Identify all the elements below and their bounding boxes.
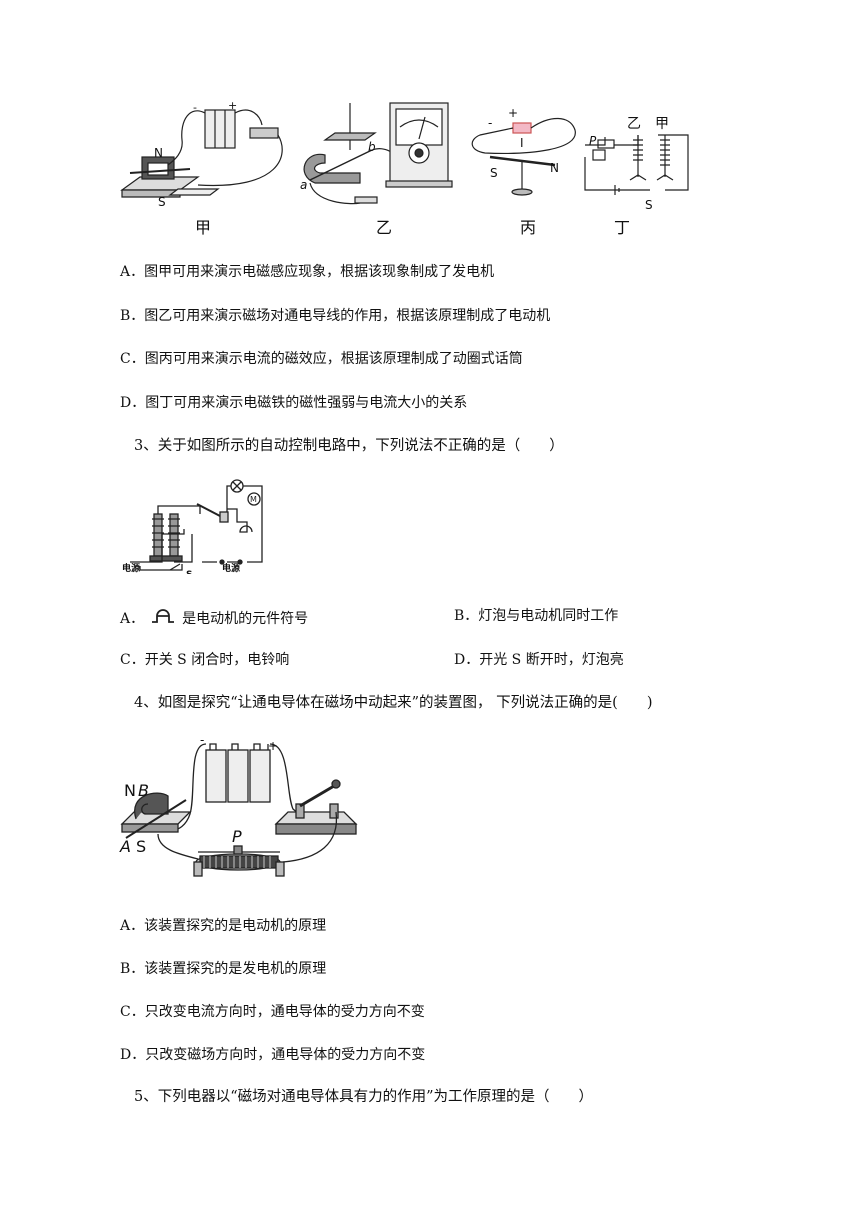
q3-option-a[interactable]: A． 是电动机的元件符号 [120, 606, 308, 632]
q3-label-left-power: 电源 [122, 562, 140, 574]
bell-symbol-icon [150, 606, 176, 632]
q4-option-b[interactable]: B．该装置探究的是发电机的原理 [120, 961, 327, 977]
q4-label-S: S [136, 837, 146, 856]
q4-label-plus: + [268, 739, 278, 753]
q4-option-c[interactable]: C．只改变电流方向时，通电导体的受力方向不变 [120, 1004, 425, 1020]
ding-P-label: P [589, 134, 597, 148]
q4-label-N: N [124, 781, 136, 800]
jia-plus-label: + [228, 99, 237, 112]
q3-label-switch: S [186, 570, 192, 574]
jia-N-label: N [154, 146, 163, 160]
figure-1-diagrams: N S - + a b - + I S N [120, 99, 689, 212]
q4-option-a[interactable]: A．该装置探究的是电动机的原理 [120, 918, 327, 934]
q3-stem: 3、关于如图所示的自动控制电路中，下列说法不正确的是（ ） [134, 438, 564, 454]
q2-option-b[interactable]: B．图乙可用来演示磁场对通电导线的作用，根据该原理制成了电动机 [120, 308, 551, 324]
q4-label-B: B [138, 781, 149, 800]
ding-S-label: S [645, 198, 653, 212]
diagram-bing [471, 117, 576, 196]
q5-stem: 5、下列电器以“磁场对通电导体具有力的作用”为工作原理的是（ ） [134, 1089, 594, 1105]
yi-b-label: b [368, 140, 376, 154]
q4-option-d[interactable]: D．只改变磁场方向时，通电导体的受力方向不变 [120, 1047, 426, 1063]
caption-yi: 乙 [376, 218, 393, 237]
q4-label-A: A [119, 837, 131, 856]
ding-yi-label: 乙 [627, 116, 641, 132]
q3-label-right-power: 电源 [222, 562, 240, 574]
bing-S-label: S [490, 166, 498, 180]
bing-N-label: N [550, 161, 559, 175]
diagram-ding [584, 134, 689, 195]
q4-stem: 4、如图是探究“让通电导体在磁场中动起来”的装置图， 下列说法正确的是( ) [134, 695, 653, 711]
diagram-jia [120, 109, 283, 198]
q2-option-c[interactable]: C．图丙可用来演示电流的磁效应，根据该原理制成了动圈式话筒 [120, 351, 523, 367]
q4-label-P: P [232, 827, 242, 846]
bing-minus-label: - [488, 116, 492, 130]
caption-bing: 丙 [520, 218, 537, 237]
caption-ding: 丁 [614, 218, 631, 237]
q2-option-d[interactable]: D．图丁可用来演示电磁铁的磁性强弱与电流大小的关系 [120, 395, 468, 411]
q3-option-c[interactable]: C．开关 S 闭合时，电铃响 [120, 652, 290, 668]
jia-S-label: S [158, 195, 166, 209]
q2-option-a[interactable]: A．图甲可用来演示电磁感应现象，根据该现象制成了发电机 [120, 264, 495, 280]
q4-apparatus-figure: - + N B A S P [119, 734, 358, 877]
caption-jia: 甲 [195, 218, 212, 237]
q3-option-d[interactable]: D．开光 S 断开时，灯泡亮 [454, 652, 624, 668]
q4-label-minus: - [200, 734, 204, 747]
q3-option-b[interactable]: B．灯泡与电动机同时工作 [454, 608, 619, 624]
bing-plus-label: + [508, 106, 518, 120]
diagram-yi [303, 102, 453, 205]
q3-option-a-prefix: A． [120, 611, 145, 627]
q3-option-a-text: 是电动机的元件符号 [182, 611, 309, 627]
ding-jia-label: 甲 [655, 116, 669, 132]
q3-circuit-figure: M 电源 S 电源 [122, 479, 263, 574]
jia-minus-label: - [193, 101, 197, 114]
yi-a-label: a [300, 178, 307, 192]
svg-text:M: M [250, 495, 257, 504]
bing-I-label: I [520, 136, 524, 150]
